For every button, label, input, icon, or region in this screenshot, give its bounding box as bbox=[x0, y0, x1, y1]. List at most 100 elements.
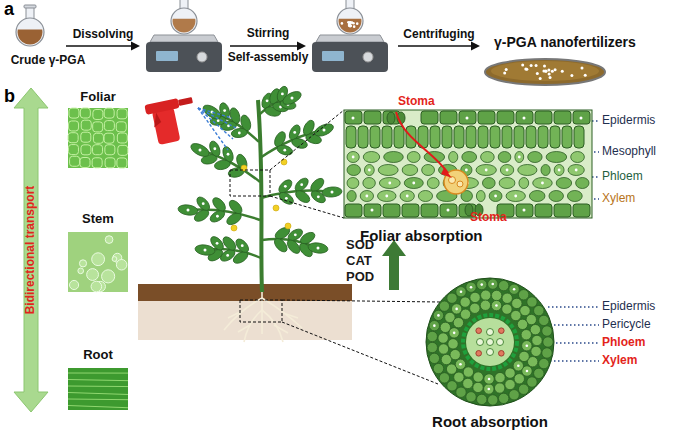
nanoparticle bbox=[353, 25, 356, 28]
cell-wall bbox=[93, 145, 103, 155]
xylem-vessel bbox=[487, 349, 494, 356]
cortex-cell bbox=[484, 374, 494, 384]
nanoparticle bbox=[447, 209, 450, 212]
cortex-cell bbox=[439, 301, 449, 311]
leaflet bbox=[272, 236, 289, 254]
transport-label: Bidirectional transport bbox=[24, 186, 38, 315]
phloem-cell bbox=[476, 351, 482, 357]
cell-wall bbox=[93, 133, 103, 143]
cortex-cell bbox=[473, 382, 483, 392]
nanoparticle bbox=[187, 209, 190, 212]
nanoparticle bbox=[352, 22, 355, 25]
cell-wall bbox=[93, 109, 103, 119]
palisade-cell bbox=[538, 126, 548, 148]
nanoparticle bbox=[226, 254, 229, 257]
leaflet bbox=[281, 89, 303, 107]
nanoparticle bbox=[526, 344, 529, 347]
double-arrow bbox=[14, 88, 48, 412]
streak bbox=[68, 393, 128, 395]
nanoparticle bbox=[238, 132, 241, 135]
bottle-trigger bbox=[151, 112, 162, 127]
petri-dish bbox=[482, 54, 612, 88]
mesophyll-cell bbox=[360, 191, 373, 202]
micrograph-bg bbox=[68, 232, 128, 292]
bubble bbox=[112, 257, 117, 262]
leaflet bbox=[227, 198, 244, 216]
leaflet bbox=[276, 144, 294, 157]
cell-wall bbox=[105, 158, 115, 168]
bubble bbox=[92, 253, 105, 266]
stoma-label: Stoma bbox=[470, 211, 507, 225]
cell-wall bbox=[117, 133, 127, 143]
nanoparticle bbox=[551, 70, 554, 73]
mesophyll-cell bbox=[482, 178, 495, 189]
cortex-cell bbox=[539, 315, 549, 325]
nanoparticle bbox=[495, 304, 498, 307]
mesophyll-cell bbox=[518, 165, 537, 176]
leaflet bbox=[208, 140, 222, 158]
epidermis-cell bbox=[364, 204, 381, 217]
cortex-cell bbox=[456, 387, 466, 397]
node-label: Root bbox=[83, 348, 113, 363]
phloem-cell bbox=[499, 328, 505, 334]
nanoparticle bbox=[213, 147, 216, 150]
nanoparticle bbox=[526, 370, 529, 373]
nanoparticle bbox=[216, 215, 219, 218]
bubble bbox=[105, 236, 113, 244]
micrograph-bg bbox=[68, 108, 128, 168]
cortex-cell bbox=[448, 339, 458, 349]
palisade-cell bbox=[562, 126, 572, 148]
epidermis-cell bbox=[345, 111, 362, 124]
increase-arrow bbox=[382, 240, 406, 290]
epidermis-cell bbox=[364, 111, 381, 124]
mesophyll-cell bbox=[407, 152, 420, 163]
tissue-label: Phloem bbox=[602, 170, 643, 184]
nanoparticle bbox=[513, 288, 516, 291]
nanoparticle bbox=[352, 156, 355, 159]
cortex-cell bbox=[527, 377, 537, 387]
flask-liquid bbox=[172, 19, 195, 33]
cell-wall bbox=[70, 156, 80, 166]
step-label: Self-assembly bbox=[228, 51, 309, 65]
cortex-cell bbox=[473, 372, 483, 382]
bubble bbox=[102, 270, 115, 283]
streak bbox=[68, 386, 128, 388]
mesophyll-cell bbox=[568, 165, 584, 176]
leaflet bbox=[294, 188, 312, 205]
xylem-vessel bbox=[487, 339, 494, 346]
uptake-path bbox=[396, 112, 448, 173]
nanoparticle bbox=[293, 131, 296, 134]
nanoparticle bbox=[524, 68, 527, 71]
pericycle-ring bbox=[463, 315, 517, 369]
cortex-cell bbox=[505, 368, 515, 378]
mesophyll-cell bbox=[506, 191, 525, 202]
palisade-cell bbox=[382, 126, 392, 148]
node-label: Crude γ-PGA bbox=[11, 54, 86, 68]
enzyme-label: CAT bbox=[346, 254, 372, 269]
nanoparticle bbox=[368, 169, 371, 172]
leaflet bbox=[221, 235, 238, 253]
epidermis-cell bbox=[516, 111, 533, 124]
cortex-cell bbox=[454, 372, 464, 382]
palisade-cell bbox=[454, 126, 464, 148]
nanoparticle bbox=[204, 249, 207, 252]
cortex-cell bbox=[517, 319, 527, 329]
mesophyll-cell bbox=[418, 191, 432, 202]
epidermis-cell bbox=[535, 111, 552, 124]
leaf-section bbox=[344, 110, 594, 220]
cortex-cell bbox=[460, 297, 470, 307]
nanoparticle bbox=[548, 73, 551, 76]
streak bbox=[68, 380, 128, 381]
xylem-vessel bbox=[457, 181, 463, 187]
leaf-bg bbox=[344, 110, 592, 218]
nanoparticle bbox=[385, 195, 388, 198]
spray-line bbox=[198, 108, 228, 150]
bubble bbox=[70, 280, 79, 289]
dish-rim bbox=[485, 59, 605, 85]
nanoparticle bbox=[523, 117, 526, 120]
cell-wall bbox=[69, 108, 79, 118]
mesophyll-cell bbox=[347, 191, 356, 202]
cell-wall bbox=[104, 133, 114, 143]
cortex-cell bbox=[509, 390, 519, 400]
mesophyll-cell bbox=[347, 165, 360, 176]
